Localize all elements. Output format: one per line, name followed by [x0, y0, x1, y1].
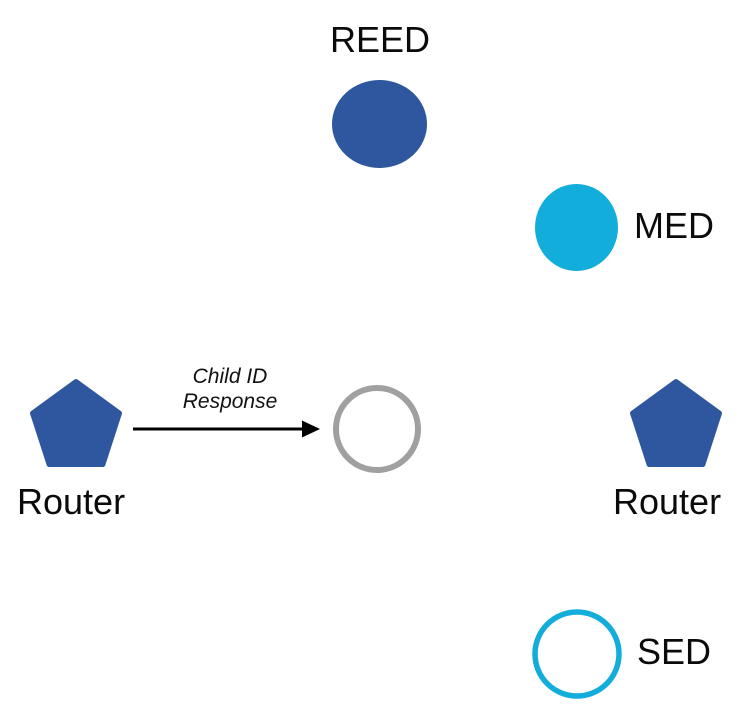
sed-outline-circle-icon: [531, 608, 623, 700]
arrow-child-id-response: [130, 415, 330, 443]
med-filled-circle-icon: [535, 184, 618, 271]
parent-node-outline-circle-icon: [332, 384, 422, 474]
edge-label-line-1: Child ID: [192, 365, 268, 388]
node-label-router-right: Router: [613, 481, 722, 522]
router-left-pentagon-icon: [30, 379, 122, 468]
reed-filled-circle-icon: [332, 80, 427, 168]
edge-label-child-id-response: Child ID Response: [150, 364, 310, 414]
router-right-pentagon-icon: [629, 379, 723, 468]
node-label-med: MED: [634, 205, 714, 246]
node-label-router-left: Router: [17, 481, 126, 522]
node-label-sed: SED: [637, 631, 712, 672]
node-label-reed: REED: [330, 19, 431, 60]
edge-label-line-2: Response: [182, 390, 278, 413]
